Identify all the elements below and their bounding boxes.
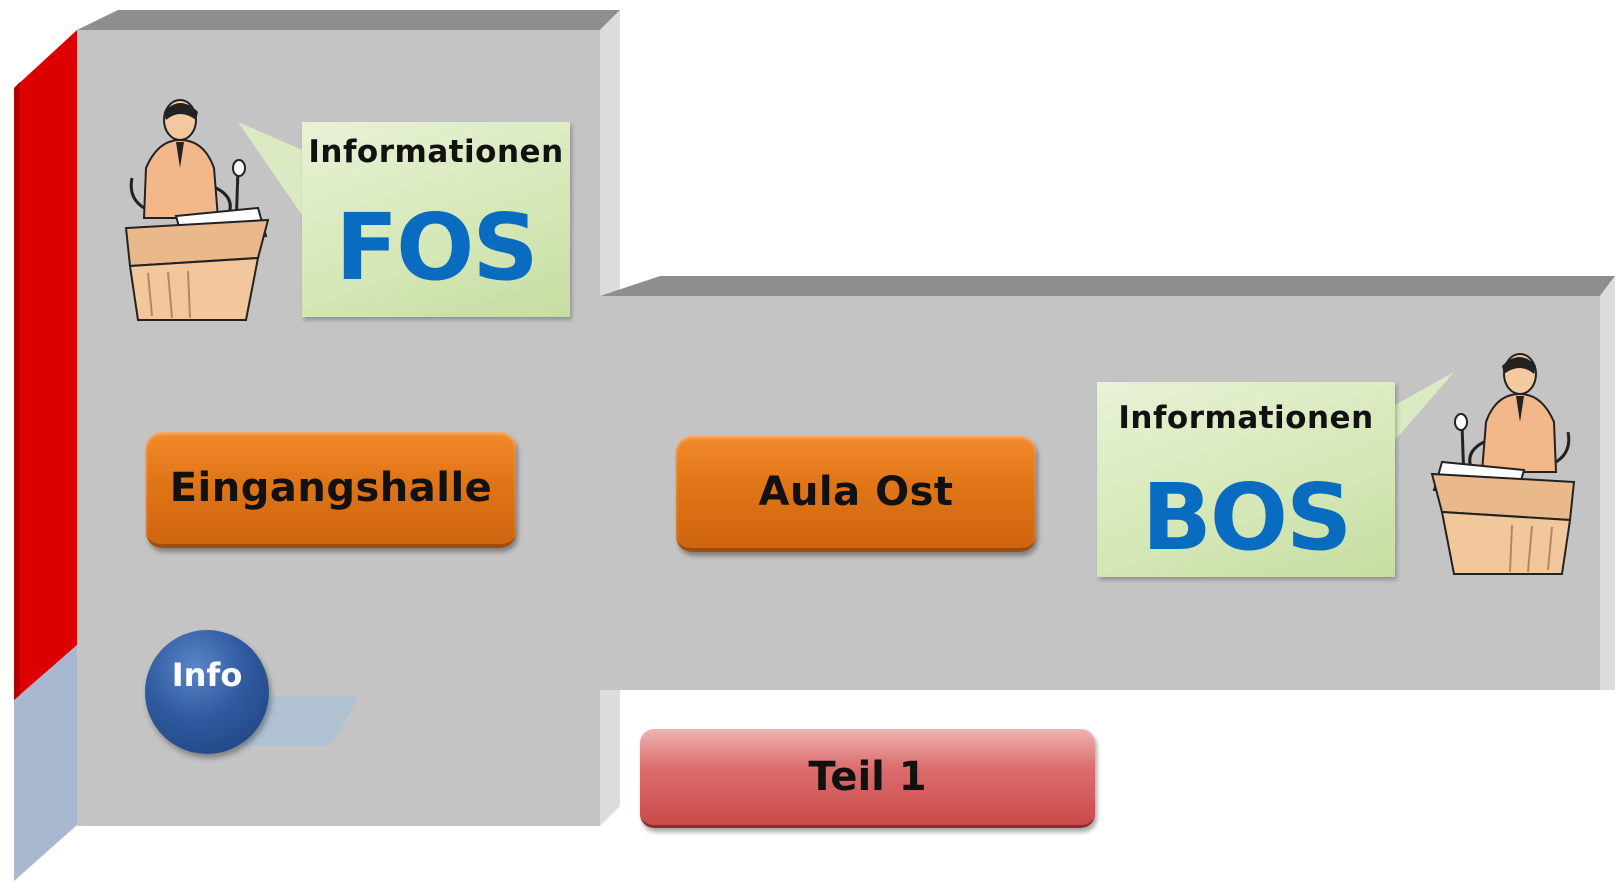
right-block-side [1600, 276, 1615, 690]
teil-1-button[interactable]: Teil 1 [640, 729, 1095, 828]
left-block-top [77, 10, 620, 30]
info-button[interactable]: Info [145, 630, 269, 754]
left-wall-lower [14, 645, 77, 881]
info-button-label: Info [171, 656, 243, 694]
bos-callout: Informationen BOS [1097, 382, 1395, 577]
speaker-podium-icon [1430, 353, 1576, 575]
fos-callout-code: FOS [335, 194, 538, 301]
fos-callout-tail [238, 122, 302, 215]
left-wall-red [14, 30, 77, 700]
aula-ost-button[interactable]: Aula Ost [676, 436, 1036, 552]
right-block-top [600, 276, 1615, 296]
bos-callout-tail [1395, 372, 1454, 440]
speaker-podium-icon [124, 99, 270, 321]
bos-callout-code: BOS [1141, 464, 1353, 571]
fos-callout-title: Informationen [308, 134, 564, 170]
bos-callout-title: Informationen [1118, 400, 1374, 436]
left-block-side [600, 10, 620, 296]
fos-callout: Informationen FOS [302, 122, 570, 317]
eingangshalle-button[interactable]: Eingangshalle [146, 432, 516, 548]
